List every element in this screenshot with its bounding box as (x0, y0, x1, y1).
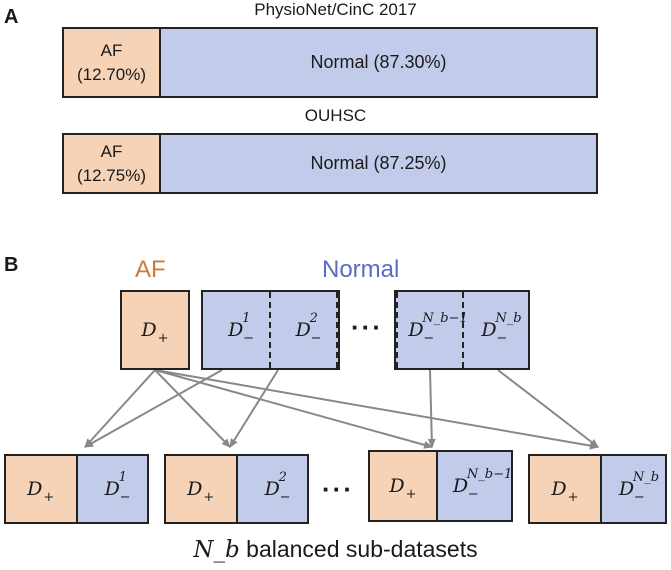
arrow-pos-to-sub4 (154, 369, 599, 450)
positive-set-box: D+ (120, 290, 190, 370)
top-ellipsis: ··· (351, 312, 383, 342)
af-segment-percent: (12.75%) (77, 165, 146, 185)
normal-class-label: Normal (322, 256, 400, 283)
normal-segment: Normal (87.25%) (161, 135, 596, 192)
arrow-pos-to-sub1 (84, 369, 156, 448)
distribution-bar-physionet: AF (12.70%) Normal (87.30%) (62, 27, 598, 98)
sub-dataset-positive: D+ (370, 452, 438, 520)
arrow-pos-to-sub3 (154, 369, 433, 449)
af-segment: AF (12.75%) (64, 135, 161, 192)
dataset-title-ouhsc: OUHSC (304, 106, 367, 125)
caption-symbol: N_b (193, 537, 240, 563)
panel-a-letter: A (4, 6, 19, 28)
bottom-ellipsis: ··· (322, 474, 354, 504)
sub-dataset-positive: D+ (6, 456, 78, 522)
normal-segment: Normal (87.30%) (161, 29, 596, 96)
arrow-negnb-to-sub4 (497, 369, 599, 448)
af-segment-percent: (12.70%) (77, 64, 146, 84)
sub-dataset-positive: D+ (166, 456, 238, 522)
sub-datasets-caption: N_b balanced sub-datasets (0, 536, 671, 563)
distribution-bar-ouhsc: AF (12.75%) Normal (87.25%) (62, 133, 598, 194)
af-segment: AF (12.70%) (64, 29, 161, 96)
af-class-label: AF (135, 256, 166, 283)
af-segment-label: AF (100, 40, 123, 60)
dataset-title-physionet: PhysioNet/CinC 2017 (254, 0, 417, 19)
arrow-negnb1-to-sub3 (427, 369, 436, 448)
sub-dataset-positive: D+ (530, 456, 602, 522)
caption-text: balanced sub-datasets (239, 536, 478, 562)
arrow-neg1-to-sub1 (84, 369, 223, 448)
arrow-pos-to-sub2 (154, 369, 231, 448)
af-segment-label: AF (100, 141, 123, 161)
panel-b-letter: B (4, 254, 19, 276)
arrow-neg2-to-sub2 (229, 369, 279, 448)
